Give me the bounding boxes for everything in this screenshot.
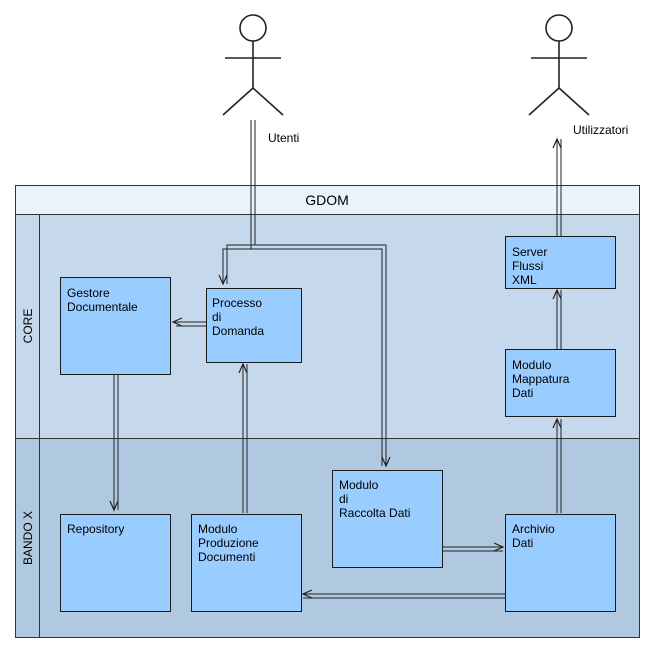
- pool-header: [15, 185, 640, 215]
- actor-users-label: Utenti: [268, 131, 299, 145]
- box-repository: Repository: [60, 514, 171, 612]
- actor-consumers-icon: [528, 14, 590, 116]
- pool-title: GDOM: [305, 192, 349, 208]
- svg-text:Repository: Repository: [67, 522, 124, 536]
- lane-bando-header: [15, 438, 40, 638]
- lane-bando-label: BANDO X: [21, 511, 35, 565]
- connectors: [109, 120, 562, 599]
- actor-consumers-label: Utilizzatori: [573, 123, 628, 137]
- edge-users-raccolta: [255, 244, 391, 468]
- lane-core-label: CORE: [21, 309, 35, 344]
- edge-users-processo: [218, 120, 252, 286]
- actor-users-icon: [222, 14, 284, 116]
